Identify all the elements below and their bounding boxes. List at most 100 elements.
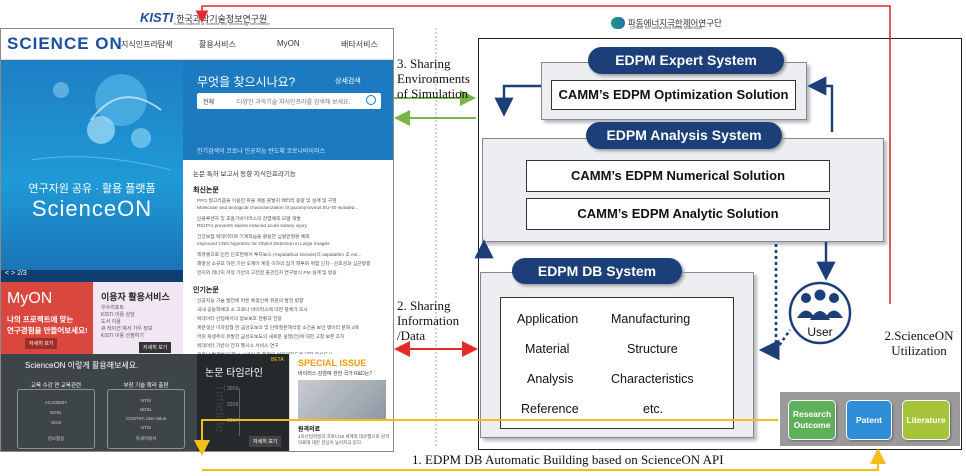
special-issue-title: SPECIAL ISSUE (298, 358, 367, 368)
special-issue-card[interactable]: SPECIAL ISSUE 바이러스 감염에 관한 국가 R&D는? 원격의료 … (289, 354, 393, 451)
latest-paper-item[interactable]: 먼지와 데너지 저장 기반의 고전압 출관전자 연구방식 PM 설계 및 방응 (197, 271, 337, 276)
db-item: Manufacturing (611, 312, 691, 326)
howto-right-row: CONTRA Stat Value (125, 416, 167, 421)
latest-paper-item[interactable]: 해파렐으로 인한 단초현에서 투자보스 (Aspalathus linearis… (197, 253, 362, 258)
howto-panel: ScienceON 이렇게 활용해보세요. 교육 수강 연 교육관련 ACADE… (1, 354, 197, 451)
api-building-label: 1. EDPM DB Automatic Building based on S… (412, 452, 724, 467)
nav-item-myon[interactable]: MyON (277, 39, 300, 48)
user-service-item[interactable]: 우수리포트 (101, 305, 125, 311)
analysis-to-expert-arrow (807, 76, 834, 132)
latest-paper-item[interactable]: 해열성 소규모 하천 기반 오제이 계층 이하의 잠기 해투화 위험 인자 - … (197, 262, 371, 267)
timeline-card[interactable]: Timeline 논문 타임라인 BETA 2019 2018 2017 자세히… (197, 354, 289, 451)
user-to-db-dotted-link (774, 329, 792, 351)
popular-paper-item[interactable]: 국내 공동학예과 소 고로나 바이러스에 대한 항체가 조사 (197, 308, 308, 313)
sharing-env-line: of Simulation (397, 86, 469, 101)
patent-source: Patent (846, 400, 892, 440)
db-item: Reference (521, 402, 579, 416)
latest-paper-item[interactable]: PPO 필고리즘을 이용한 화물 계통 출발지 배터리 용량 및 설계 및 구현 (197, 199, 337, 204)
scienceon-utilization-arrow (195, 5, 891, 304)
kisti-english-name: Korea Institute of Science and Technolog… (174, 21, 270, 26)
literature-source: Literature (902, 400, 950, 440)
hero-pager-bar: < > 2/3 (1, 270, 183, 282)
user-service-item[interactable]: KISTI 이용 산정하기 (101, 333, 144, 339)
user-service-item[interactable]: 큐 레이션 예서 가우 정보 (101, 326, 153, 332)
howto-left-row: NDSL (49, 410, 62, 415)
special-issue-subtitle: 바이러스 감염에 관한 국가 R&D는? (298, 371, 373, 377)
db-item: Material (525, 342, 570, 356)
db-items-box: Application Manufacturing Material Struc… (500, 297, 734, 429)
howto-right-box[interactable]: 부장 기술 확러 출판 NTIS NDSL CONTRA Stat Value … (107, 383, 185, 449)
optimization-solution: CAMM’s EDPM Optimization Solution (551, 80, 796, 110)
search-placeholder: 다양한 과학기술 지식인프라를 검색해 보세요. (237, 100, 351, 106)
latest-paper-item[interactable]: Improved CNN Algorithm for Object Detect… (197, 242, 330, 247)
db-item: Structure (627, 342, 678, 356)
user-service-more-button[interactable]: 자세히 보기 (139, 342, 172, 353)
howto-left-row: ACADEMY (44, 400, 68, 405)
howto-right-button[interactable]: 자세히에서 (135, 436, 157, 441)
numerical-solution: CAMM’s EDPM Numerical Solution (526, 160, 830, 192)
user-service-item[interactable]: KISTI 이용 상담 (101, 312, 135, 318)
timeline-more-button[interactable]: 자세히 보기 (249, 436, 282, 447)
howto-left-row: SCM (51, 420, 61, 425)
hero-subtitle: 연구자원 공유 · 활용 플랫폼 (28, 183, 156, 195)
users-icon (797, 289, 843, 320)
nav-item-beta[interactable]: 배타서비스 (341, 40, 378, 49)
timeline-year: 2019 (227, 386, 239, 392)
advanced-search-link[interactable]: 상세검색 (335, 78, 361, 85)
popular-paper-item[interactable]: 인공지능 기술 발전에 따른 특정인체 위원의 발전 방향 (197, 299, 304, 304)
search-title: 무엇을 찾으시나요? (197, 75, 296, 89)
howto-left-box[interactable]: 교육 수강 연 교육관련 ACADEMY NDSL SCM 정보활용 (17, 383, 95, 449)
user-service-item[interactable]: 도서 이용 (101, 319, 121, 325)
special-issue-image (298, 380, 386, 420)
papers-panel: 논문 특허 보고서 동향 지식인프라기능 최신논문 PPO 필고리즘을 이용한 … (183, 160, 393, 382)
search-scope-select[interactable]: 전체 (203, 100, 215, 106)
popular-paper-item[interactable]: 머릿 재생주의 유발한 금성오보도의 새로운 설행(전)에 대한 고찰 보존 조… (197, 335, 345, 340)
popular-papers-title: 인기논문 (193, 287, 219, 294)
analytic-solution: CAMM’s EDPM Analytic Solution (526, 198, 830, 230)
popular-search-tabs[interactable]: 인기검색어 코로나 인공지능 반도체 코로나바이러스 (197, 149, 326, 155)
db-item: etc. (643, 402, 664, 416)
scienceon-navbar: SCIENCE ON 지식인프라탐색 활용서비스 MyON 배타서비스 (1, 29, 393, 60)
sharing-info-line: /Data (397, 328, 426, 343)
papers-tabs[interactable]: 논문 특허 보고서 동향 지식인프라기능 (193, 171, 296, 178)
latest-paper-item[interactable]: Molecular and biological characterizatio… (197, 206, 359, 211)
hero-pager[interactable]: < > 2/3 (5, 270, 27, 277)
timeline-year: 2018 (227, 402, 239, 408)
expert-to-analysis-arrow (494, 84, 541, 117)
latest-paper-item[interactable]: 인플루엔자 및 호흡기바이러스의 감염예측 모델 개발 (197, 217, 301, 222)
api-building-arrow-left (194, 419, 778, 456)
special-issue-name: 원격의료 (298, 427, 321, 433)
howto-right-row: NTIS (140, 425, 152, 430)
latest-paper-item[interactable]: 건강보험 빅데이터와 기계학습을 활용한 심혈관질환 예측 (197, 235, 310, 240)
user-service-card[interactable]: 이용자 활용서비스 우수리포트 KISTI 이용 상담 도서 이용 큐 레이션 … (93, 282, 183, 354)
timeline-axis (239, 388, 240, 436)
nav-item-services[interactable]: 활용서비스 (199, 40, 236, 49)
search-icon[interactable] (366, 95, 376, 105)
user-to-db-dotted-arrow (758, 244, 780, 361)
myon-more-button[interactable]: 자세히 보기 (25, 338, 58, 349)
db-item: Analysis (527, 372, 574, 386)
center-logo-icon (611, 16, 625, 29)
howto-title: ScienceON 이렇게 활용해보세요. (25, 361, 139, 370)
api-building-arrow-right (202, 448, 886, 471)
myon-card[interactable]: MyON 나의 프로젝트에 맞는 연구경험을 만들어보세요! 자세히 보기 (1, 282, 93, 354)
myon-logo: MyON (7, 290, 53, 307)
howto-left-button[interactable]: 정보활용 (47, 436, 65, 441)
popular-paper-item[interactable]: 빅데이터 산업에서의 정보보호 현황과 전망 (197, 317, 282, 322)
howto-right-title: 부장 기술 확러 출판 (123, 383, 169, 389)
center-name: 파동에너지극한제어연구단 (628, 17, 722, 28)
latest-paper-item[interactable]: Rb1Pro prevents sepsis induced acute kid… (197, 224, 308, 229)
utilization-line: 2.ScienceON (884, 328, 954, 343)
popular-paper-item[interactable]: 계분생산 이자일형 한 금성오보의 및 단백질분해석정 소간을 보인 병아리 분… (197, 326, 359, 331)
popular-paper-item[interactable]: 빅데이터 기반의 전자 헬시스 서비스 연구 (197, 344, 279, 349)
analysis-system-title: EDPM Analysis System (586, 122, 782, 149)
center-logo: 파동에너지극한제어연구단 (611, 14, 722, 32)
kisti-mark: KISTI (140, 10, 174, 25)
nav-item-infra[interactable]: 지식인프라탐색 (121, 40, 173, 49)
db-item: Application (517, 312, 579, 326)
search-panel: 무엇을 찾으시나요? 상세검색 전체 다양한 과학기술 지식인프라를 검색해 보… (183, 60, 393, 160)
sharing-env-label: 3. Sharing Environments of Simulation (397, 56, 470, 101)
latest-papers-title: 최신논문 (193, 187, 219, 194)
search-input[interactable]: 전체 다양한 과학기술 지식인프라를 검색해 보세요. (197, 93, 381, 109)
